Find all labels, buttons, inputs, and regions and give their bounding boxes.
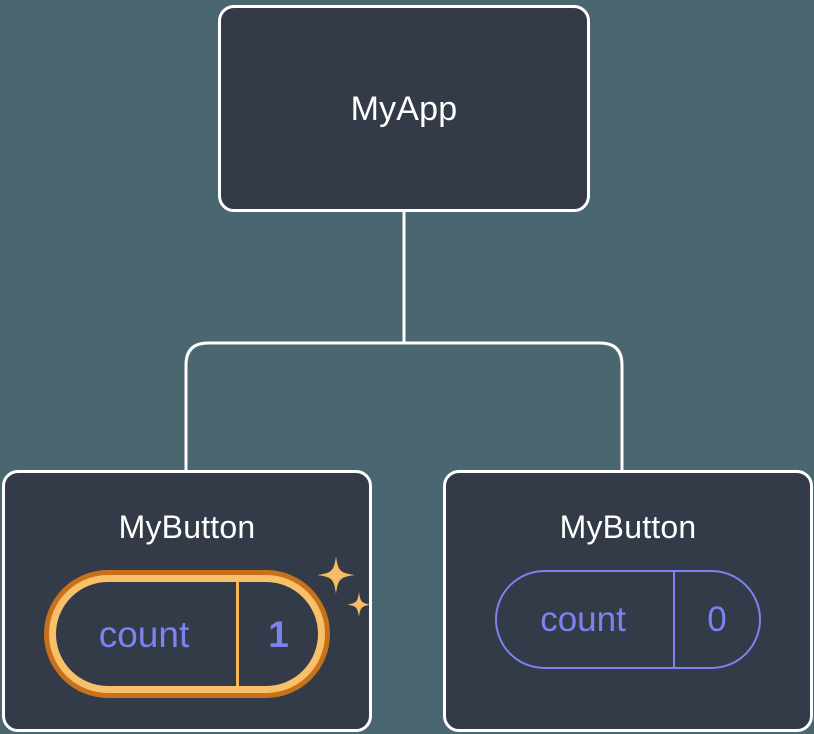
node-mybutton-right[interactable]: MyButton count 0 <box>443 470 813 732</box>
node-mybutton-right-label: MyButton <box>559 509 697 545</box>
state-pill-right-key: count <box>540 600 626 639</box>
node-myapp[interactable]: MyApp <box>218 5 590 212</box>
sparkle-large-icon <box>317 556 355 594</box>
node-mybutton-left[interactable]: MyButton count 1 <box>2 470 372 732</box>
state-pill-left-highlighted[interactable]: count 1 <box>44 570 330 698</box>
state-pill-left-key: count <box>98 613 190 655</box>
node-myapp-label: MyApp <box>350 89 458 128</box>
sparkle-small-icon <box>347 592 371 617</box>
state-pill-left-wrap: count 1 <box>44 556 371 698</box>
node-mybutton-left-label: MyButton <box>118 509 256 545</box>
state-pill-right[interactable]: count 0 <box>495 570 761 669</box>
state-pill-right-value: 0 <box>673 572 759 667</box>
state-pill-right-wrap: count 0 <box>495 570 761 669</box>
connector-branch-bus <box>184 341 624 470</box>
state-pill-left-value: 1 <box>236 582 318 686</box>
